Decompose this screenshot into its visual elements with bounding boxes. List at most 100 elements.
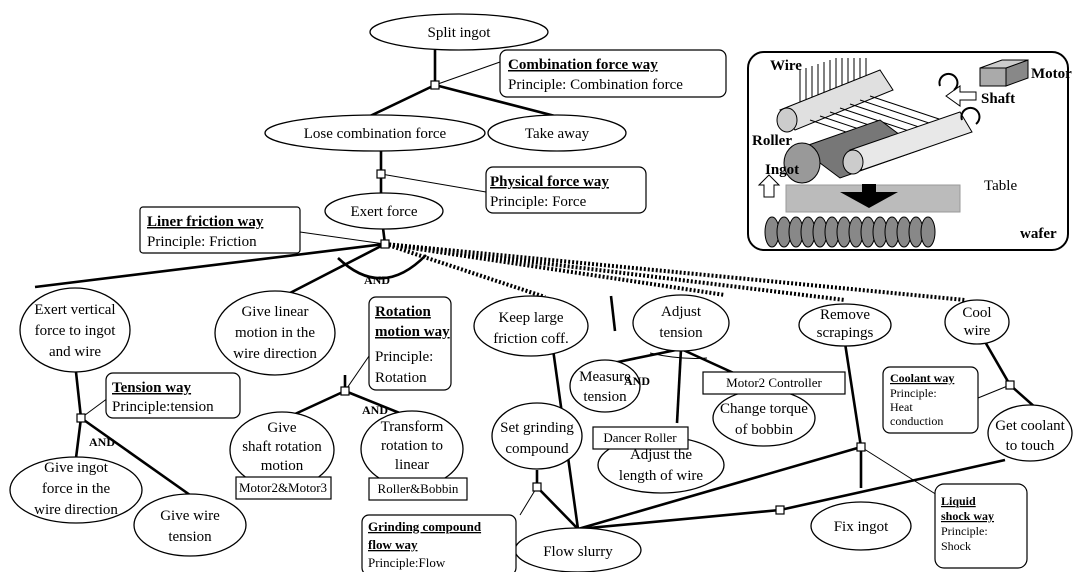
node-label: shaft rotation [242,439,322,455]
node-set-grinding: Set grinding compound [491,402,583,470]
node-label: wire direction [34,502,118,518]
way-box-liquid-shock: Liquid shock way Principle: Shock [934,483,1028,569]
node-label: motion [261,458,304,474]
node-label: Change torque [720,401,808,417]
and-label: AND [362,403,388,417]
inset-label-table: Table [984,178,1017,194]
way-principle: Principle: [375,349,433,365]
device-label: Motor2 Controller [726,375,822,390]
node-label: length of wire [619,468,703,484]
junction-markers [76,80,1015,515]
node-get-coolant: Get coolant to touch [987,404,1073,462]
inset-label-roller: Roller [752,133,792,149]
device-roller-bobbin: Roller&Bobbin [368,477,468,501]
node-change-torque: Change torque of bobbin [712,389,816,447]
node-label: Exert vertical [34,302,115,318]
node-label: Lose combination force [304,126,447,142]
annotation-pointers [80,61,1011,516]
node-label: Give ingot [44,460,109,476]
way-box-grinding-compound: Grinding compound flow way Principle:Flo… [361,514,517,572]
node-split-ingot: Split ingot [369,13,549,51]
inset-label-ingot: Ingot [765,162,799,178]
node-label: tension [659,325,703,341]
node-label: force in the [42,481,111,497]
node-exert-vertical-force: Exert vertical force to ingot and wire [19,287,131,373]
and-label: AND [89,435,115,449]
node-label: wire direction [233,346,317,362]
node-label: motion in the [235,325,315,341]
node-label: Take away [525,126,590,142]
node-take-away: Take away [487,114,627,152]
node-label: tension [583,389,627,405]
node-adjust-length: Adjust the length of wire [597,436,725,494]
tree-edges [34,50,1046,531]
inset-label-motor: Motor [1031,66,1072,82]
device-label: Motor2&Motor3 [239,480,327,495]
node-label: Fix ingot [834,519,889,535]
node-label: to touch [1006,438,1055,454]
device-dancer-roller: Dancer Roller [592,426,689,450]
node-remove-scrapings: Remove scrapings [798,303,892,347]
node-label: Adjust [661,304,702,320]
and-label: AND [364,273,390,287]
way-title: Coolant way [890,371,954,385]
way-box-rotation-motion: Rotation motion way Principle: Rotation [368,296,452,391]
way-box-coolant: Coolant way Principle: Heat conduction [882,366,979,434]
node-label: Give wire [160,508,220,524]
node-label: force to ingot [35,323,117,339]
way-box-physical-force: Physical force way Principle: Force [485,166,647,214]
node-label: Keep large [498,310,563,326]
way-title: Grinding compound [368,519,482,534]
node-label: friction coff. [493,331,569,347]
way-title: flow way [368,537,418,552]
node-label: linear [395,457,429,473]
node-adjust-tension: Adjust tension [632,294,730,352]
node-label: compound [505,441,569,457]
node-label: Give [267,420,297,436]
way-principle: Principle: [941,524,988,538]
node-label: of bobbin [735,422,793,438]
device-motor2-controller: Motor2 Controller [702,371,846,395]
way-principle: Principle: Force [490,194,587,210]
node-give-shaft-rotation: Give shaft rotation motion [229,411,335,489]
node-give-wire-tension: Give wire tension [133,493,247,557]
device-label: Dancer Roller [603,430,677,445]
node-give-ingot-force: Give ingot force in the wire direction [9,456,143,524]
node-lose-combination-force: Lose combination force [264,114,486,152]
way-principle: Principle: [890,386,937,400]
node-label: rotation to [381,438,443,454]
node-label: Adjust the [630,447,692,463]
node-measure-tension: Measure tension [569,359,641,413]
way-title: Tension way [112,380,192,396]
device-label: Roller&Bobbin [378,481,459,496]
way-principle: Heat [890,400,913,414]
way-title: Physical force way [490,174,609,190]
way-title: Rotation [375,304,431,320]
node-label: Remove [820,307,870,323]
inset-label-wafer: wafer [1020,226,1057,242]
inset-label-shaft: Shaft [981,91,1015,107]
way-principle: Principle:Flow [368,555,446,570]
node-label: Give linear [241,304,308,320]
way-principle: conduction [890,414,943,428]
node-label: Exert force [350,204,417,220]
node-flow-slurry: Flow slurry [514,527,642,572]
way-title: shock way [941,509,994,523]
way-box-combination-force: Combination force way Principle: Combina… [499,49,727,98]
way-principle: Shock [941,539,971,553]
node-label: Cool [962,305,991,321]
node-exert-force: Exert force [324,192,444,230]
wire-saw-illustration: Wire Motor Shaft Roller Ingot Table wafe… [747,51,1072,251]
inset-label-wire: Wire [770,58,802,74]
way-box-liner-friction: Liner friction way Principle: Friction [139,206,301,254]
way-title: Liner friction way [147,214,264,230]
node-label: and wire [49,344,101,360]
way-box-tension: Tension way Principle:tension [105,372,241,419]
way-principle: Principle:tension [112,399,214,415]
node-label: tension [168,529,212,545]
node-label: Flow slurry [543,544,613,560]
node-keep-large-friction: Keep large friction coff. [473,295,589,357]
node-give-linear-motion: Give linear motion in the wire direction [214,290,336,376]
